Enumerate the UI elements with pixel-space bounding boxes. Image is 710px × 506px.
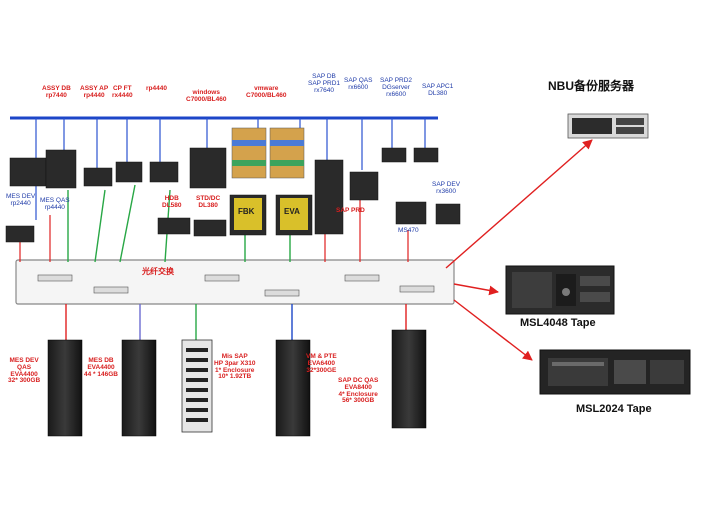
- vmware-blades: [231, 127, 305, 179]
- switch-modules: [37, 274, 435, 297]
- label-rp4440: rp4440: [146, 85, 167, 92]
- fbk-eva-panels: [234, 198, 308, 230]
- storage-label-1: MES DEV QAS EVA4400 32* 300GB: [8, 357, 41, 385]
- label-sap-prd2: SAP PRD2 DGserver rx6600: [380, 77, 413, 98]
- storage-links: [65, 304, 407, 340]
- nbu-server-title: NBU备份服务器: [548, 79, 634, 93]
- label-assy-db: ASSY DB rp7440: [42, 85, 71, 99]
- label-sap-dev: SAP DEV rx3600: [432, 181, 461, 195]
- label-fbk: FBK: [238, 207, 255, 216]
- arrow-to-msl4048: [453, 283, 499, 296]
- nbu-server: [567, 113, 649, 139]
- label-sap-prd: SAP PRD: [336, 207, 365, 214]
- storage-racks: [47, 329, 427, 437]
- label-std-dc: STD/DC DL380: [196, 195, 221, 209]
- tape-msl4048: [505, 265, 615, 315]
- lan-drops: [35, 118, 426, 220]
- label-mes-dev: MES DEV rp2440: [6, 193, 36, 207]
- label-vmware: vmware C7000/BL460: [246, 85, 287, 99]
- label-cp-ft: CP FT rx4440: [112, 85, 133, 99]
- label-mes-qas: MES QAS rp4440: [40, 197, 70, 211]
- msl4048-label: MSL4048 Tape: [520, 317, 596, 329]
- storage-label-5: SAP DC QAS EVA8400 4* Enclosure 56* 300G…: [338, 377, 379, 405]
- label-hdb: HDB DL580: [162, 195, 182, 209]
- label-assy-ap: ASSY AP rp4440: [80, 85, 109, 99]
- arrow-to-nbu: [445, 139, 593, 269]
- label-sap-qas: SAP QAS rx6600: [344, 77, 373, 91]
- arrow-to-msl2024: [453, 299, 533, 361]
- label-sap-db: SAP DB SAP PRD1 rx7640: [308, 73, 341, 94]
- label-windows: windows C7000/BL460: [186, 89, 227, 103]
- 3par-drive-stripes: [186, 348, 208, 422]
- storage-label-3: Mis SAP HP 3par X310 1* Enclosure 10* 1.…: [214, 353, 256, 381]
- storage-label-4: VM & PTE EVA6400 32*300GE: [306, 353, 337, 374]
- fibre-switch-label: 光纤交换: [142, 267, 174, 276]
- fibre-switch-panel: [15, 259, 455, 305]
- tape-msl2024: [539, 349, 691, 395]
- label-ms470: MS470: [398, 227, 419, 234]
- label-sap-apc1: SAP APC1 DL380: [422, 83, 454, 97]
- storage-label-2: MES DB EVA4400 44 * 146GB: [84, 357, 118, 378]
- msl2024-label: MSL2024 Tape: [576, 403, 652, 415]
- label-eva: EVA: [284, 207, 300, 216]
